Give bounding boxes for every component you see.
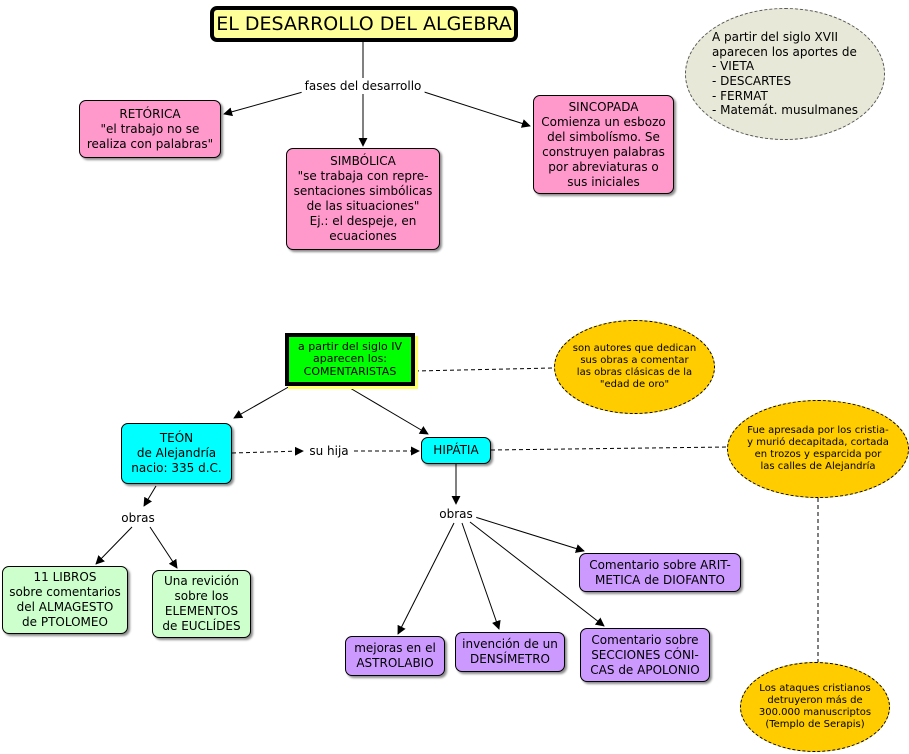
fases-to-sincopada-arrow xyxy=(417,89,531,128)
libros-almagesto-node: 11 LIBROS sobre comentarios del ALMAGEST… xyxy=(2,566,128,634)
comentaristas-to-teon-arrow xyxy=(233,384,293,419)
hipatia-node: HIPÁTIA xyxy=(421,437,491,464)
obras-to-astrolabio-arrow xyxy=(397,522,455,635)
secciones-conicas-node: Comentario sobre SECCIONES CÓNI- CAS de … xyxy=(580,628,710,682)
obras-to-revicion-arrow xyxy=(149,526,178,569)
astrolabio-node: mejoras en el ASTROLABIO xyxy=(345,636,445,676)
obras-to-libros-arrow xyxy=(95,526,133,565)
fases-to-retorica-arrow xyxy=(223,89,311,117)
retorica-node: RETÓRICA "el trabajo no se realiza con p… xyxy=(79,100,221,158)
teon-to-obras-arrow xyxy=(143,485,157,507)
su-hija-linking-phrase: su hija xyxy=(306,444,352,458)
comentaristas-node: a partir del siglo IV aparecen los: COME… xyxy=(285,333,415,386)
comentaristas-to-hipatia-arrow xyxy=(349,387,429,435)
comentaristas-note: son autores que dedican sus obras a come… xyxy=(554,320,715,414)
ataques-cristianos-note: Los ataques cristianos detruyeron más de… xyxy=(740,662,890,752)
hipatia-note-connector xyxy=(490,446,728,451)
comentaristas-note-connector xyxy=(414,367,554,372)
fases-linking-phrase: fases del desarrollo xyxy=(301,79,425,93)
teon-node: TEÓN de Alejandría nacio: 335 d.C. xyxy=(121,423,232,484)
sincopada-node: SINCOPADA Comienza un esbozo del simbolí… xyxy=(533,95,674,194)
obras-to-secciones-arrow xyxy=(469,521,605,627)
densimetro-node: invención de un DENSÍMETRO xyxy=(455,632,565,672)
hipatia-note: Fue apresada por los cristia- y murió de… xyxy=(727,400,909,498)
obras-to-densimetro-arrow xyxy=(461,522,501,630)
obras-to-aritmetica-arrow xyxy=(474,516,585,553)
aritmetica-diofanto-node: Comentario sobre ARIT- METICA de DIOFANT… xyxy=(579,553,741,592)
diagram-title: EL DESARROLLO DEL ALGEBRA xyxy=(210,6,518,42)
revicion-elementos-node: Una revición sobre los ELEMENTOS de EUCL… xyxy=(152,570,251,638)
obras-hipatia-linking-phrase: obras xyxy=(436,507,476,521)
obras-teon-linking-phrase: obras xyxy=(118,511,158,525)
simbolica-node: SIMBÓLICA "se trabaja con repre- sentaci… xyxy=(286,148,440,250)
teon-to-su-hija-arrow xyxy=(231,446,304,456)
aportes-siglo-xvii-note: A partir del siglo XVII aparecen los apo… xyxy=(685,8,885,140)
